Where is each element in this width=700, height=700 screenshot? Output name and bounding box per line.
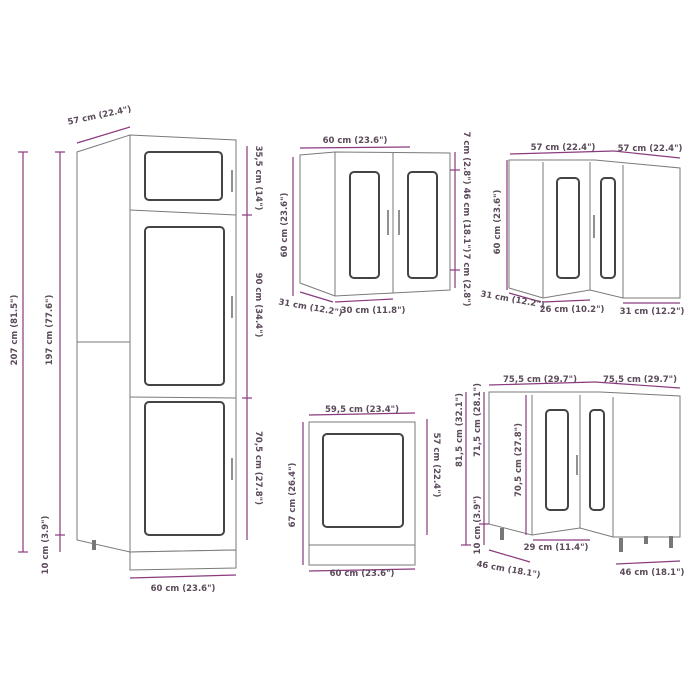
wall-top-gap-label: 7 cm (2.8") bbox=[461, 132, 471, 185]
dishwasher-panel-height-label: 57 cm (22.4") bbox=[431, 433, 441, 498]
corner-wall-width-right-label: 57 cm (22.4") bbox=[618, 144, 683, 154]
corner-base-cabinet: 75,5 cm (29.7") 75,5 cm (29.7") 81,5 cm … bbox=[455, 375, 685, 581]
tall-cabinet: 57 cm (22.4") 207 cm (81.5") 197 cm (77.… bbox=[10, 104, 263, 594]
tall-lower-door-label: 70,5 cm (27.8") bbox=[253, 431, 263, 505]
corner-base-width-left-label: 75,5 cm (29.7") bbox=[503, 375, 577, 385]
tall-cabinet-plinth bbox=[129, 549, 237, 571]
corner-base-door-width-label: 29 cm (11.4") bbox=[524, 543, 589, 553]
wall-bottom-gap-label: 7 cm (2.8") bbox=[461, 254, 471, 307]
tall-middle-door-label: 90 cm (34.4") bbox=[253, 273, 263, 338]
corner-base-leg-height-label: 10 cm (3.9") bbox=[473, 495, 483, 554]
leg-icon bbox=[669, 536, 673, 548]
leg-icon bbox=[644, 536, 648, 544]
tall-leg-height-label: 10 cm (3.9") bbox=[41, 515, 51, 574]
dishwasher-inner-panel bbox=[322, 433, 404, 528]
dishwasher-panel: 59,5 cm (23.4") 67 cm (26.4") 57 cm (22.… bbox=[288, 405, 441, 579]
corner-base-width-right-label: 75,5 cm (29.7") bbox=[603, 375, 677, 385]
tall-drawer-height-label: 35,5 cm (14") bbox=[253, 146, 263, 211]
corner-base-door-panel bbox=[545, 409, 569, 511]
corner-wall-side-panel bbox=[600, 177, 616, 279]
dishwasher-width-label: 60 cm (23.6") bbox=[330, 569, 395, 579]
right-door-panel bbox=[407, 171, 438, 279]
corner-base-body-height-label: 71,5 cm (28.1") bbox=[473, 383, 483, 457]
wall-door-width-label: 30 cm (11.8") bbox=[341, 306, 406, 316]
dishwasher-panel-width-label: 59,5 cm (23.4") bbox=[325, 405, 399, 415]
dishwasher-height-label: 67 cm (26.4") bbox=[288, 462, 298, 527]
tall-width-label: 60 cm (23.6") bbox=[151, 584, 216, 594]
drawer-panel bbox=[144, 151, 223, 201]
dishwasher-plinth bbox=[308, 544, 416, 566]
corner-base-depth-right-label: 46 cm (18.1") bbox=[620, 568, 685, 578]
corner-wall-door-panel bbox=[556, 177, 580, 279]
corner-wall-depth-right-label: 31 cm (12.2") bbox=[620, 307, 685, 317]
corner-base-side-panel bbox=[589, 409, 605, 511]
wall-height-label: 60 cm (23.6") bbox=[280, 192, 290, 257]
corner-base-total-height-label: 81,5 cm (32.1") bbox=[455, 393, 465, 467]
corner-wall-height-label: 60 cm (23.6") bbox=[493, 189, 503, 254]
leg-icon bbox=[92, 540, 96, 550]
left-door-panel bbox=[349, 171, 380, 279]
tall-body-height-label: 197 cm (77.6") bbox=[45, 295, 55, 366]
corner-wall-cabinet: 57 cm (22.4") 57 cm (22.4") 60 cm (23.6"… bbox=[480, 143, 685, 317]
tall-depth-label: 57 cm (22.4") bbox=[67, 104, 133, 127]
leg-icon bbox=[500, 528, 504, 540]
middle-door-panel bbox=[144, 226, 225, 386]
corner-base-depth-left-label: 46 cm (18.1") bbox=[476, 559, 542, 580]
wall-door-panel-label: 46 cm (18.1") bbox=[461, 188, 471, 253]
tall-total-height-label: 207 cm (81.5") bbox=[10, 295, 20, 366]
leg-icon bbox=[619, 538, 623, 552]
lower-door-panel bbox=[144, 401, 225, 536]
wall-depth-label: 31 cm (12.2") bbox=[278, 297, 344, 318]
wall-cabinet: 60 cm (23.6") 60 cm (23.6") 7 cm (2.8") … bbox=[278, 132, 471, 319]
corner-base-door-height-label: 70,5 cm (27.8") bbox=[514, 423, 524, 497]
corner-wall-door-width-label: 26 cm (10.2") bbox=[540, 305, 605, 315]
corner-wall-width-left-label: 57 cm (22.4") bbox=[531, 143, 596, 153]
wall-width-label: 60 cm (23.6") bbox=[323, 136, 388, 146]
